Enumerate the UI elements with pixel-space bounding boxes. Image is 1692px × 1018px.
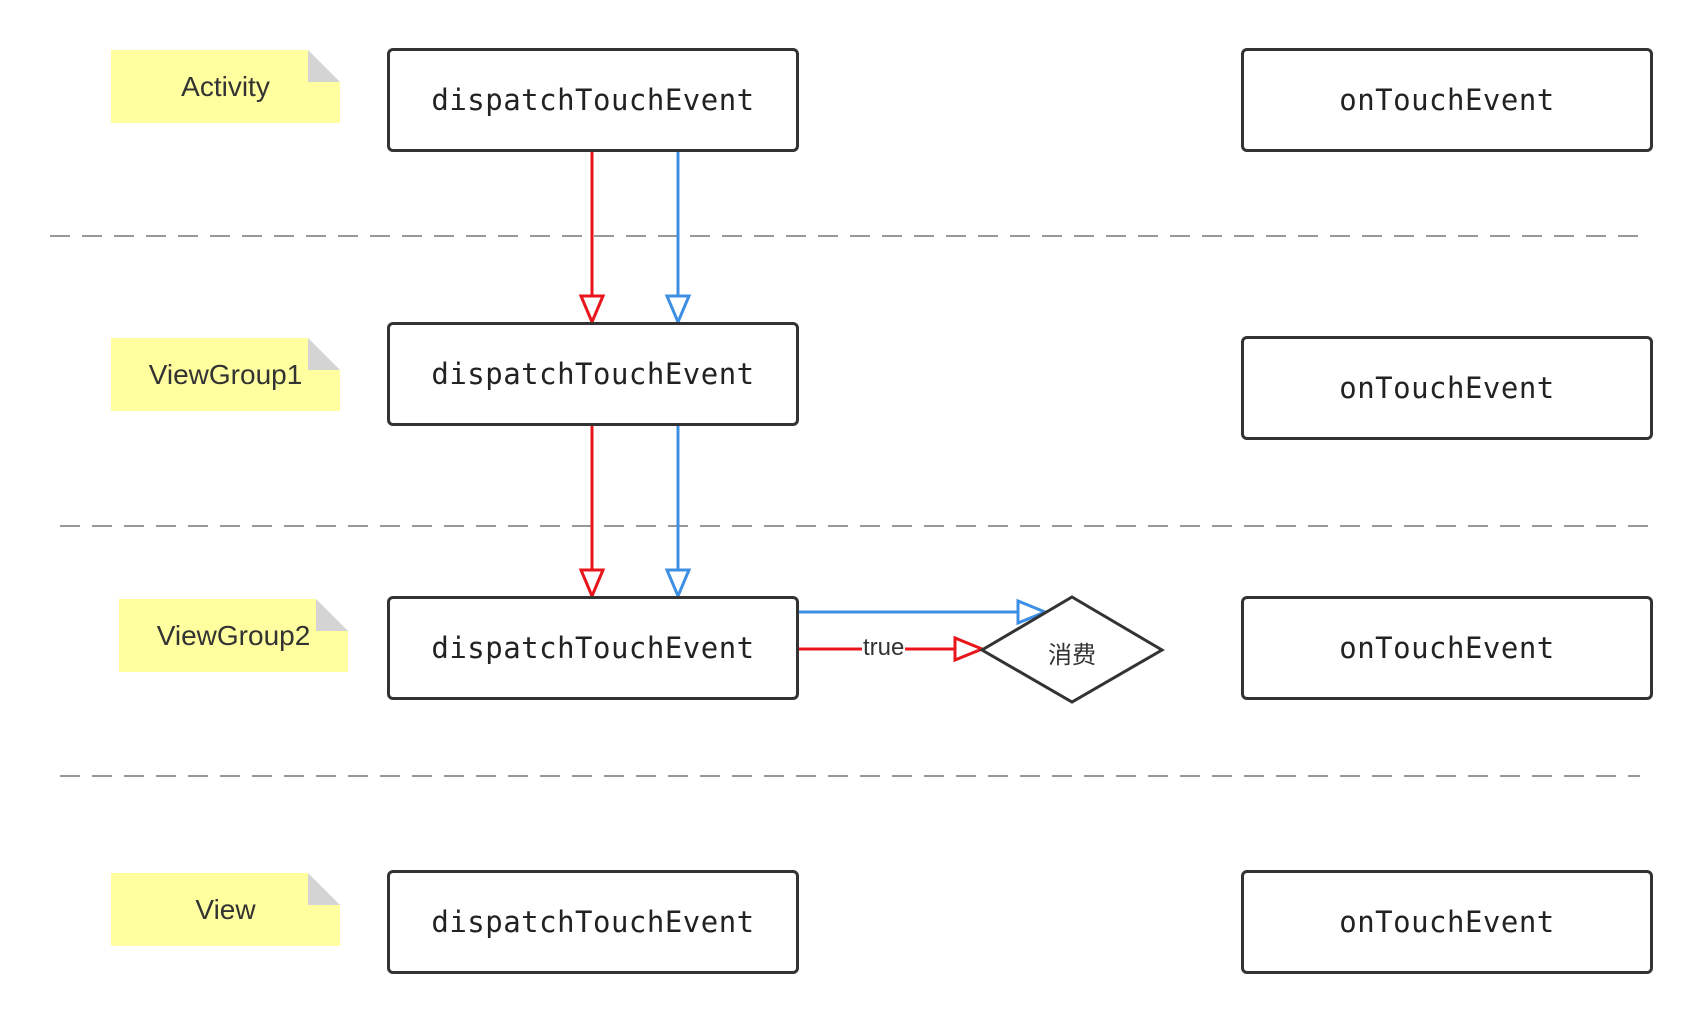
- view-ontouch-node: onTouchEvent: [1241, 870, 1653, 974]
- lane-label: View: [195, 893, 256, 925]
- activity-dispatch-node: dispatchTouchEvent: [387, 48, 799, 152]
- node-label: onTouchEvent: [1339, 371, 1555, 405]
- lane-note-view: View: [111, 873, 340, 946]
- node-label: dispatchTouchEvent: [431, 905, 755, 939]
- lane-note-activity: Activity: [111, 50, 340, 123]
- lane-note-viewgroup1: ViewGroup1: [111, 338, 340, 411]
- view-dispatch-node: dispatchTouchEvent: [387, 870, 799, 974]
- node-label: dispatchTouchEvent: [431, 357, 755, 391]
- lane-label: Activity: [181, 70, 270, 102]
- decision-diamond: [979, 595, 1165, 704]
- viewgroup2-dispatch-node: dispatchTouchEvent: [387, 596, 799, 700]
- lane-label: ViewGroup2: [156, 619, 311, 651]
- viewgroup2-ontouch-node: onTouchEvent: [1241, 596, 1653, 700]
- blue-arrowhead: [664, 294, 692, 326]
- red-arrowhead: [953, 635, 986, 663]
- blue-arrowhead: [1016, 598, 1049, 626]
- lane-note-viewgroup2: ViewGroup2: [119, 599, 348, 672]
- node-label: dispatchTouchEvent: [431, 83, 755, 117]
- activity-ontouch-node: onTouchEvent: [1241, 48, 1653, 152]
- red-arrowhead: [578, 568, 606, 600]
- decision-label: 消费: [1048, 641, 1096, 669]
- viewgroup1-ontouch-node: onTouchEvent: [1241, 336, 1653, 440]
- red-arrowhead: [578, 294, 606, 326]
- node-label: onTouchEvent: [1339, 905, 1555, 939]
- blue-arrowhead: [664, 568, 692, 600]
- lane-label: ViewGroup1: [148, 358, 303, 390]
- node-label: onTouchEvent: [1339, 631, 1555, 665]
- true-edge-label: true: [862, 634, 906, 662]
- node-label: onTouchEvent: [1339, 83, 1555, 117]
- viewgroup1-dispatch-node: dispatchTouchEvent: [387, 322, 799, 426]
- node-label: dispatchTouchEvent: [431, 631, 755, 665]
